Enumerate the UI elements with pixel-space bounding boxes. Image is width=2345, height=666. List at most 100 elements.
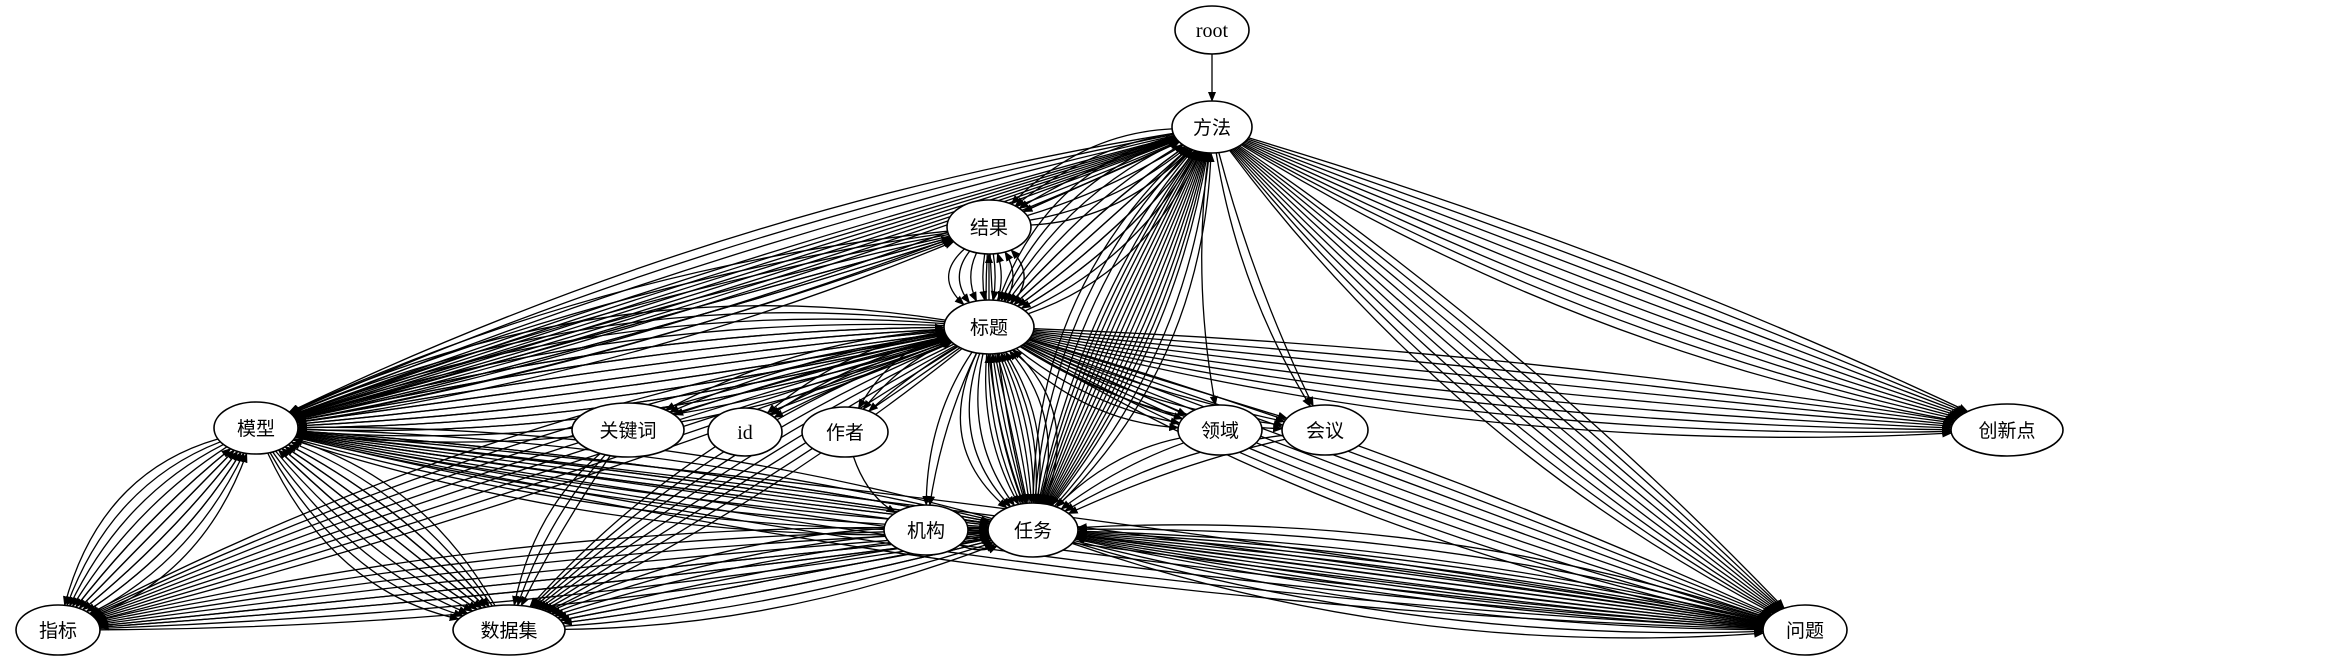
- edge-method-to-task: [1036, 150, 1196, 505]
- edge-institution-to-task: [959, 544, 998, 554]
- edge-metric-to-model: [78, 449, 235, 609]
- edge-result-to-method: [1030, 148, 1192, 226]
- edge-model-to-result: [296, 240, 955, 423]
- edge-method-to-problem: [1236, 146, 1783, 610]
- edge-problem-to-task: [1074, 536, 1764, 628]
- node-institution-shape: [883, 504, 969, 556]
- node-task-label: 任务: [1014, 520, 1052, 542]
- edge-task-to-method: [1049, 151, 1208, 506]
- edge-task-to-problem: [1073, 541, 1765, 636]
- node-keyword[interactable]: 关键词: [571, 402, 685, 458]
- edge-model-to-method: [292, 135, 1177, 416]
- node-result-label: 结果: [970, 217, 1008, 239]
- edge-task-to-method: [1056, 152, 1215, 508]
- edge-method-to-title: [1006, 143, 1183, 304]
- edge-task-to-problem: [1077, 531, 1767, 624]
- edge-title-to-innovation: [1033, 328, 1956, 424]
- node-field-label: 领域: [1201, 420, 1239, 442]
- node-dataset-label: 数据集: [480, 620, 537, 642]
- node-problem[interactable]: 问题: [1762, 604, 1848, 656]
- edge-method-to-problem: [1232, 148, 1779, 612]
- edge-method-to-task: [1031, 148, 1192, 504]
- edge-result-to-title: [979, 253, 988, 302]
- node-field-shape: [1177, 404, 1263, 456]
- edge-title-to-dataset: [546, 348, 963, 613]
- node-innovation-shape: [1950, 403, 2064, 457]
- edge-title-to-field: [1011, 349, 1180, 432]
- node-field[interactable]: 领域: [1177, 404, 1263, 456]
- edge-title-to-method: [1013, 147, 1190, 306]
- node-conference[interactable]: 会议: [1281, 404, 1369, 456]
- edge-model-to-method: [294, 138, 1178, 418]
- edge-task-to-metric: [97, 531, 989, 626]
- edge-method-to-problem: [1230, 149, 1776, 614]
- node-author[interactable]: 作者: [801, 406, 889, 458]
- node-result[interactable]: 结果: [946, 199, 1032, 255]
- node-institution[interactable]: 机构: [883, 504, 969, 556]
- node-method[interactable]: 方法: [1171, 100, 1253, 154]
- edge-method-to-innovation: [1244, 141, 1961, 418]
- edge-title-to-result: [996, 252, 1005, 301]
- edge-title-to-task: [989, 353, 1024, 505]
- edge-task-to-problem: [1075, 538, 1765, 632]
- edge-keyword-to-dataset: [516, 454, 606, 607]
- node-metric[interactable]: 指标: [15, 604, 101, 656]
- edge-field-to-task: [1060, 442, 1185, 510]
- edge-title-to-metric: [93, 339, 950, 620]
- node-innovation-label: 创新点: [1978, 420, 2035, 442]
- edge-author-to-institution: [852, 456, 897, 514]
- node-problem-label: 问题: [1786, 620, 1824, 642]
- edge-title-to-task: [994, 353, 1030, 505]
- edge-model-to-title: [294, 323, 945, 419]
- edge-task-to-title: [989, 352, 1026, 504]
- edge-model-to-dataset: [272, 451, 469, 614]
- edge-title-to-field: [1015, 347, 1181, 426]
- edge-title-to-metric: [89, 334, 947, 615]
- edge-dataset-to-task: [564, 541, 995, 627]
- edge-title-to-innovation: [1033, 330, 1954, 428]
- node-task[interactable]: 任务: [987, 502, 1079, 558]
- node-model[interactable]: 模型: [213, 401, 299, 455]
- node-dataset[interactable]: 数据集: [452, 604, 566, 656]
- edge-title-to-metric: [88, 333, 946, 615]
- edge-task-to-method: [1053, 151, 1213, 507]
- edge-result-to-method: [1026, 144, 1184, 217]
- edge-method-to-innovation: [1243, 142, 1959, 420]
- edge-title-to-result: [1004, 251, 1014, 303]
- edge-task-to-method: [1042, 150, 1201, 505]
- edge-model-to-metric: [66, 441, 221, 607]
- node-id-shape: [707, 407, 783, 457]
- node-root-label: root: [1196, 20, 1229, 42]
- edge-dataset-to-model: [290, 441, 493, 607]
- node-root[interactable]: root: [1174, 5, 1250, 55]
- edge-method-to-innovation: [1247, 138, 1967, 413]
- edge-title-to-model: [288, 305, 946, 414]
- node-conference-shape: [1281, 404, 1369, 456]
- node-author-label: 作者: [826, 422, 864, 444]
- node-task-shape: [987, 502, 1079, 558]
- edge-result-to-model: [291, 233, 949, 416]
- node-title[interactable]: 标题: [943, 299, 1035, 355]
- edge-title-to-model: [292, 323, 945, 418]
- node-id-label: id: [737, 422, 753, 444]
- edge-problem-to-task: [1076, 529, 1766, 623]
- edge-task-to-problem: [1074, 539, 1764, 634]
- edge-method-to-innovation: [1246, 139, 1965, 415]
- edge-title-to-dataset: [533, 341, 953, 609]
- edge-title-to-metric: [95, 341, 952, 622]
- node-method-label: 方法: [1193, 117, 1231, 139]
- node-keyword-label: 关键词: [599, 420, 656, 442]
- edge-task-to-problem: [1076, 535, 1765, 628]
- node-innovation[interactable]: 创新点: [1950, 403, 2064, 457]
- node-title-shape: [943, 299, 1035, 355]
- edge-method-to-innovation: [1240, 144, 1956, 423]
- edge-title-to-method: [1017, 148, 1193, 307]
- edge-conference-to-task: [1067, 438, 1286, 515]
- edge-title-to-task: [968, 353, 1012, 508]
- edge-metric-to-model: [89, 451, 245, 615]
- node-result-shape: [946, 199, 1032, 255]
- edge-model-to-title: [296, 328, 946, 422]
- node-id[interactable]: id: [707, 407, 783, 457]
- edge-model-to-result: [294, 236, 952, 419]
